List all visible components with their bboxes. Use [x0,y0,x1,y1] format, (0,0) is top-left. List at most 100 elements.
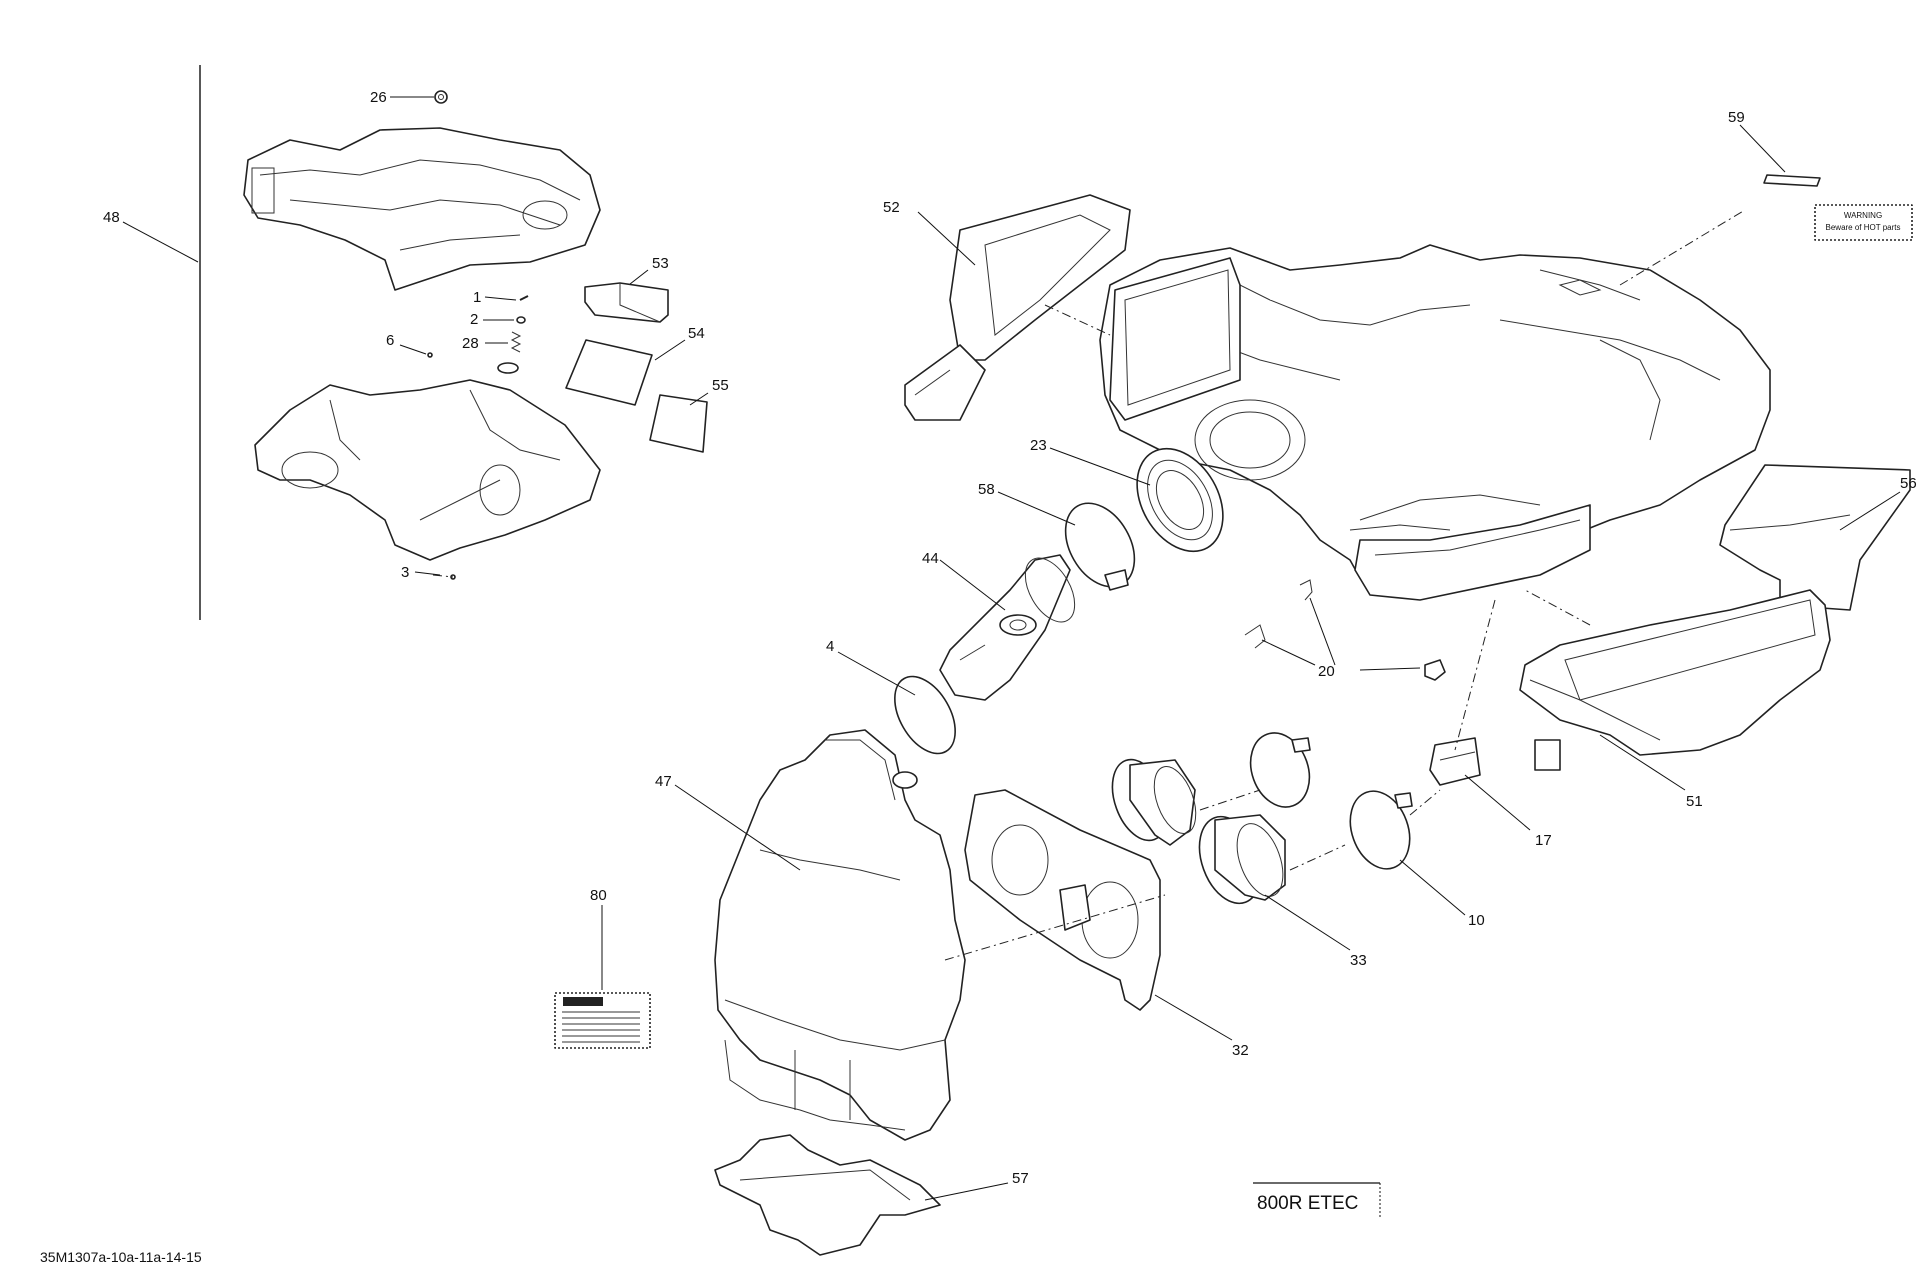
callout-55: 55 [689,377,729,406]
callout-6: 6 [386,332,427,355]
clip-20-c [1424,659,1446,681]
callout-47: 47 [655,773,801,871]
plate-32 [964,789,1161,1011]
screw-1 [519,295,529,301]
alignment-line-1 [1044,304,1111,336]
callout-number: 44 [922,550,939,567]
o-ring-4 [894,675,956,755]
callout-number: 54 [688,325,705,342]
callout-number: 23 [1030,437,1047,454]
nut-26 [434,90,448,104]
foam-53 [584,282,669,323]
alignment-line-6 [1289,844,1346,871]
callout-33: 33 [1264,894,1367,969]
label-59 [1763,174,1821,187]
callout-51: 51 [1599,734,1703,810]
alignment-line-3 [1454,599,1496,751]
alignment-line-7 [944,894,1166,961]
heat-shield-56 [1719,464,1911,611]
duct-sleeve-33 [1198,814,1286,905]
warning-decal-title: WARNING [1844,211,1882,220]
callout-number: 58 [978,481,995,498]
foam-pad-55 [649,394,708,453]
grommet-small [497,362,519,374]
callout-58: 58 [978,481,1076,526]
callout-4: 4 [826,638,916,696]
callout-number: 10 [1468,912,1485,929]
callout-number: 4 [826,638,834,655]
clamp-10 [1349,790,1413,870]
callout-80: 80 [590,887,607,990]
foam-pad-57 [714,1134,941,1256]
alignment-line-4 [1524,589,1591,626]
callout-number: 57 [1012,1170,1029,1187]
callout-number: 2 [470,311,478,328]
callout-number: 47 [655,773,672,790]
ring-23 [1136,447,1224,553]
callout-number: 17 [1535,832,1552,849]
silencer-lower-housing-small [254,379,601,561]
spring-28 [510,331,522,353]
callout-number: 52 [883,199,900,216]
callout-52: 52 [883,199,976,266]
callout-20: 20 [1261,597,1421,680]
duct-51 [1519,589,1831,771]
callout-3: 3 [401,564,441,581]
callout-number: 51 [1686,793,1703,810]
clip-20-a [1299,579,1313,601]
model-name: 800R ETEC [1257,1193,1358,1214]
callout-23: 23 [1030,437,1151,486]
callout-57: 57 [924,1170,1029,1201]
callout-number: 33 [1350,952,1367,969]
alignment-line-9 [432,574,454,578]
silencer-upper-housing-small [243,127,601,291]
callout-26: 26 [370,89,434,106]
screw-6 [427,352,433,358]
callout-56: 56 [1839,475,1917,531]
callout-number: 6 [386,332,394,349]
duct-sleeve-upper [1111,758,1197,846]
callout-number: 80 [590,887,607,904]
washer-2 [516,316,526,324]
silencer-main-housing [1099,244,1771,601]
duct-52 [904,194,1131,421]
callout-number: 26 [370,89,387,106]
warning-decal: WARNING Beware of HOT parts [1814,204,1913,241]
clip-20-b [1244,624,1266,649]
alignment-line-2 [1619,209,1746,286]
callout-number: 32 [1232,1042,1249,1059]
callout-53: 53 [629,255,669,285]
callout-number: 55 [712,377,729,394]
alignment-line-8 [1409,789,1441,816]
callout-number: 48 [103,209,120,226]
warning-decal-text: Beware of HOT parts [1826,223,1901,232]
callout-54: 54 [654,325,705,361]
clamp-upper [1249,732,1311,808]
airbox-47 [714,729,966,1141]
adapter-44 [939,554,1076,701]
callout-48: 48 [103,209,199,263]
clamp-58 [1064,502,1136,591]
cap-17 [1429,737,1481,786]
callout-number: 53 [652,255,669,272]
drawing-code: 35M1307a-10a-11a-14-15 [40,1249,202,1265]
notice-decal-80 [554,992,651,1049]
callout-2: 2 [470,311,514,328]
callout-17: 17 [1464,774,1552,849]
callout-number: 1 [473,289,481,306]
callout-59: 59 [1728,109,1786,173]
callout-44: 44 [922,550,1006,611]
callout-number: 20 [1318,663,1335,680]
callout-number: 59 [1728,109,1745,126]
callout-32: 32 [1154,994,1249,1059]
alignment-line-5 [1199,789,1261,811]
callout-28: 28 [462,335,508,352]
model-label-box: 800R ETEC [1253,1182,1381,1218]
callout-number: 28 [462,335,479,352]
foam-pad-54 [565,339,653,406]
callout-number: 56 [1900,475,1917,492]
callout-1: 1 [473,289,517,306]
callout-number: 3 [401,564,409,581]
callout-10: 10 [1399,859,1485,929]
